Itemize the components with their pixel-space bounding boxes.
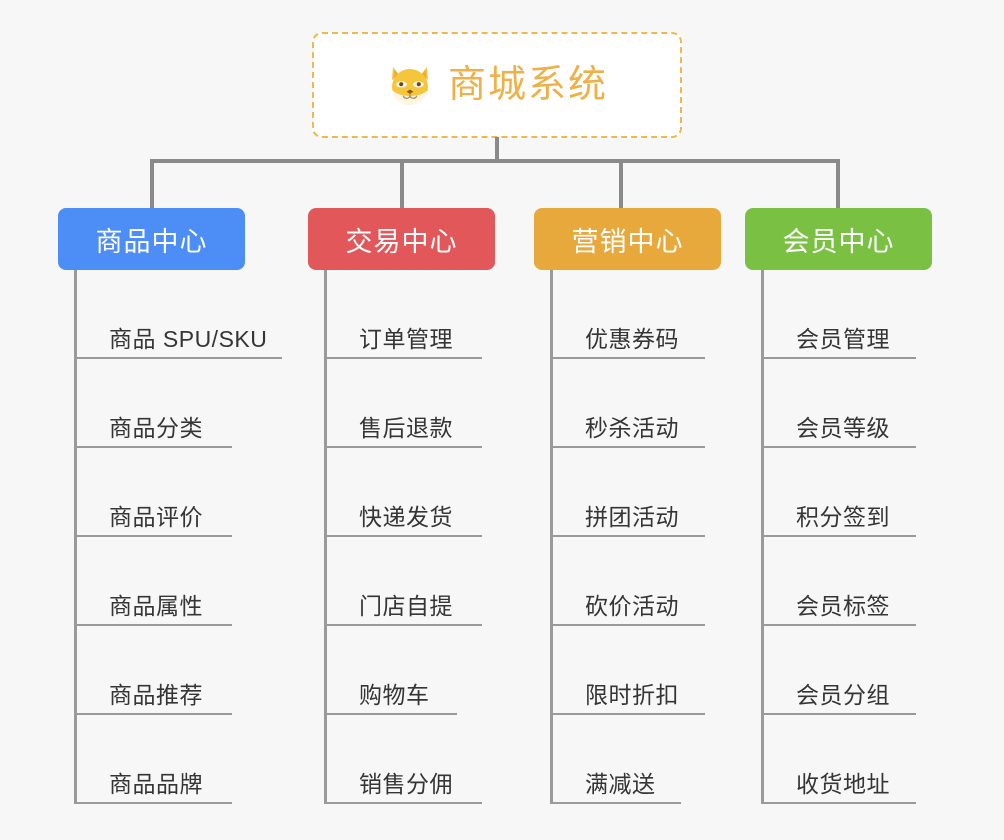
category-column-member-center: 会员中心 会员管理 会员等级 积分签到 会员标签 会员分组 — [745, 208, 985, 820]
list-item-label: 积分签到 — [796, 503, 890, 530]
leaf-underline — [77, 624, 232, 626]
category-header-label: 交易中心 — [345, 226, 458, 257]
connector-root-stub — [495, 137, 499, 161]
list-item-label: 满减送 — [585, 770, 656, 797]
leaf-underline — [327, 357, 482, 359]
list-item-label: 门店自提 — [359, 592, 453, 619]
list-item[interactable]: 快递发货 — [327, 448, 536, 537]
list-item[interactable]: 积分签到 — [764, 448, 985, 537]
list-item-label: 销售分佣 — [359, 770, 453, 797]
list-item[interactable]: 砍价活动 — [553, 537, 762, 626]
list-item[interactable]: 拼团活动 — [553, 448, 762, 537]
list-item[interactable]: 商品推荐 — [77, 626, 308, 715]
list-item[interactable]: 会员分组 — [764, 626, 985, 715]
category-column-trade-center: 交易中心 订单管理 售后退款 快递发货 门店自提 购物车 — [308, 208, 536, 820]
list-item-label: 商品分类 — [109, 414, 203, 441]
category-header-trade-center[interactable]: 交易中心 — [308, 208, 495, 270]
leaf-underline — [764, 446, 916, 448]
connector-drop-product-center — [150, 159, 154, 209]
list-item-label: 订单管理 — [359, 325, 453, 352]
leaf-underline — [327, 624, 482, 626]
category-header-member-center[interactable]: 会员中心 — [745, 208, 932, 270]
leaf-list-product-center: 商品 SPU/SKU 商品分类 商品评价 商品属性 商品推荐 商品品牌 — [74, 270, 308, 804]
connector-drop-trade-center — [400, 159, 404, 209]
list-item[interactable]: 会员等级 — [764, 359, 985, 448]
list-item-label: 会员管理 — [796, 325, 890, 352]
leaf-underline — [553, 357, 705, 359]
leaf-underline — [764, 713, 916, 715]
list-item[interactable]: 购物车 — [327, 626, 536, 715]
list-item[interactable]: 订单管理 — [327, 270, 536, 359]
list-item-label: 购物车 — [359, 681, 430, 708]
list-item-label: 收货地址 — [796, 770, 890, 797]
list-item[interactable]: 优惠券码 — [553, 270, 762, 359]
list-item[interactable]: 收货地址 — [764, 715, 985, 804]
leaf-underline — [77, 357, 282, 359]
leaf-underline — [764, 802, 916, 804]
leaf-underline — [327, 802, 482, 804]
list-item[interactable]: 满减送 — [553, 715, 762, 804]
connector-horizontal-bus — [150, 159, 840, 163]
list-item-label: 秒杀活动 — [585, 414, 679, 441]
category-header-marketing-center[interactable]: 营销中心 — [534, 208, 721, 270]
root-title: 商城系统 — [447, 64, 608, 106]
list-item-label: 快递发货 — [359, 503, 453, 530]
category-column-product-center: 商品中心 商品 SPU/SKU 商品分类 商品评价 商品属性 商品推荐 — [58, 208, 308, 820]
category-header-label: 商品中心 — [95, 226, 208, 257]
list-item[interactable]: 商品评价 — [77, 448, 308, 537]
list-item-label: 限时折扣 — [585, 681, 679, 708]
list-item-label: 优惠券码 — [585, 325, 679, 352]
list-item[interactable]: 会员管理 — [764, 270, 985, 359]
list-item-label: 商品属性 — [109, 592, 203, 619]
leaf-list-member-center: 会员管理 会员等级 积分签到 会员标签 会员分组 收货地址 — [761, 270, 985, 804]
leaf-underline — [764, 535, 916, 537]
list-item-label: 会员分组 — [796, 681, 890, 708]
leaf-underline — [77, 802, 232, 804]
connector-drop-member-center — [836, 159, 840, 209]
list-item-label: 拼团活动 — [585, 503, 679, 530]
leaf-underline — [553, 624, 705, 626]
leaf-underline — [77, 713, 232, 715]
leaf-list-trade-center: 订单管理 售后退款 快递发货 门店自提 购物车 销售分佣 — [324, 270, 536, 804]
list-item-label: 商品品牌 — [109, 770, 203, 797]
leaf-underline — [764, 357, 916, 359]
connector-drop-marketing-center — [619, 159, 623, 209]
leaf-underline — [327, 446, 482, 448]
category-header-label: 营销中心 — [571, 226, 684, 257]
list-item-label: 商品 SPU/SKU — [109, 325, 268, 352]
category-header-label: 会员中心 — [782, 226, 895, 257]
leaf-underline — [327, 713, 457, 715]
list-item-label: 会员等级 — [796, 414, 890, 441]
list-item[interactable]: 商品品牌 — [77, 715, 308, 804]
category-header-product-center[interactable]: 商品中心 — [58, 208, 245, 270]
list-item-label: 会员标签 — [796, 592, 890, 619]
leaf-underline — [764, 624, 916, 626]
leaf-underline — [327, 535, 482, 537]
leaf-underline — [553, 713, 705, 715]
root-node-shop-system[interactable]: 商城系统 — [312, 32, 682, 138]
list-item-label: 砍价活动 — [585, 592, 679, 619]
list-item[interactable]: 秒杀活动 — [553, 359, 762, 448]
list-item-label: 售后退款 — [359, 414, 453, 441]
list-item[interactable]: 商品分类 — [77, 359, 308, 448]
shiba-dog-face-emoji — [386, 61, 434, 109]
leaf-underline — [553, 535, 705, 537]
list-item[interactable]: 限时折扣 — [553, 626, 762, 715]
leaf-list-marketing-center: 优惠券码 秒杀活动 拼团活动 砍价活动 限时折扣 满减送 — [550, 270, 762, 804]
list-item[interactable]: 会员标签 — [764, 537, 985, 626]
list-item[interactable]: 售后退款 — [327, 359, 536, 448]
list-item-label: 商品评价 — [109, 503, 203, 530]
list-item[interactable]: 商品 SPU/SKU — [77, 270, 308, 359]
list-item-label: 商品推荐 — [109, 681, 203, 708]
category-column-marketing-center: 营销中心 优惠券码 秒杀活动 拼团活动 砍价活动 限时折扣 — [534, 208, 762, 820]
list-item[interactable]: 商品属性 — [77, 537, 308, 626]
list-item[interactable]: 门店自提 — [327, 537, 536, 626]
leaf-underline — [553, 446, 705, 448]
leaf-underline — [77, 535, 232, 537]
leaf-underline — [77, 446, 232, 448]
list-item[interactable]: 销售分佣 — [327, 715, 536, 804]
leaf-underline — [553, 802, 681, 804]
